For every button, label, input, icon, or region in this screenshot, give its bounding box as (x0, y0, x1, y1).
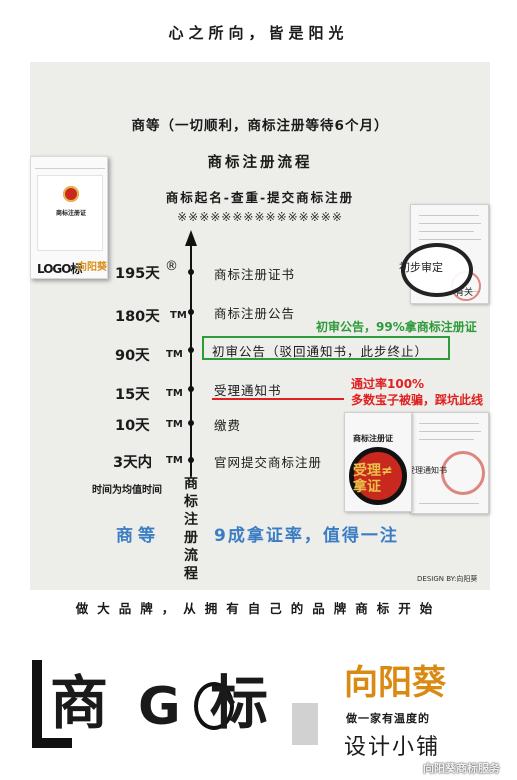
red-note-1: 通过率100% (351, 377, 425, 391)
timeline-label-1: 商标注册证书 (214, 267, 296, 282)
magnifier-ring-icon: 初步审定 (399, 243, 473, 297)
watermark: 向阳葵商标服务 (423, 762, 500, 775)
certificate-body: 商标注册证 (37, 175, 103, 251)
timeline-dot (188, 309, 194, 315)
tm-mark: TM (166, 455, 183, 466)
logo-char-biao: 标 (210, 669, 269, 737)
logo-letter-l-bar (32, 660, 42, 748)
logo-ring-icon (194, 682, 234, 730)
timeline-dot (188, 457, 194, 463)
timeline-label-3: 初审公告（驳回通知书，此步终止） (212, 344, 429, 359)
certificate-image: 商标注册证 LOGO标 向阳葵 (30, 156, 108, 279)
stamp-text-2: 受理通知书 (407, 466, 447, 475)
timeline-axis (190, 240, 192, 476)
flow-title: 商标注册流程 (207, 155, 313, 171)
blue-right-text: 9成拿证率，值得一注 (214, 526, 399, 546)
certificate-logo-brand: 向阳葵 (77, 262, 107, 273)
timeline-dot (188, 420, 194, 426)
national-emblem-icon (63, 186, 79, 202)
registration-certificate-document: 商标注册证 受理≠拿证 (344, 412, 412, 512)
sun-shop-name: 设计小铺 (344, 735, 441, 760)
timeline-day-3: 90天 (115, 348, 150, 364)
timeline-label-5: 缴费 (214, 418, 242, 433)
certificate-title: 商标注册证 (55, 210, 86, 217)
red-note-2: 多数宝子被骗，踩坑此线 (351, 393, 484, 407)
timeline-day-2: 180天 (115, 309, 160, 325)
red-warning-line (212, 398, 344, 400)
tm-mark: TM (166, 388, 183, 399)
doc2-title: 商标注册证 (353, 434, 393, 443)
timeline-day-5: 10天 (115, 418, 150, 434)
certificate-logo-text: LOGO标 (37, 262, 82, 276)
logo-char-shang: 商 (50, 669, 109, 737)
blurred-mark (292, 703, 318, 745)
timeline-dot (188, 347, 194, 353)
tm-mark: TM (166, 419, 183, 430)
top-slogan: 心之所向，皆是阳光 (168, 24, 349, 42)
red-stamp-icon (441, 451, 485, 495)
highlight-box (202, 336, 450, 360)
star-divider: ※※※※※※※※※※※※※※※ (177, 210, 343, 224)
preliminary-approval-document: 初步审定 有关 (399, 204, 489, 304)
brand-slogan: 做大品牌，从拥有自己的品牌商标开始 (75, 601, 442, 616)
no-sign-icon (349, 447, 407, 505)
average-time-note: 时间为均值时间 (92, 485, 162, 496)
timeline-dot (188, 386, 194, 392)
doc2-overlay: 受理≠拿证 (353, 463, 393, 495)
timeline-day-1: 195天 (115, 266, 160, 282)
sun-brand-logo: 向阳葵 (344, 663, 446, 703)
timeline-label-2: 商标注册公告 (214, 306, 296, 321)
sun-tagline: 做一家有温度的 (346, 712, 430, 725)
timeline-day-6: 3天内 (113, 455, 153, 471)
blue-left-text: 商等 (116, 526, 160, 546)
ring-text: 初步审定 (399, 261, 443, 274)
timeline-label-4: 受理通知书 (214, 383, 282, 398)
green-note: 初审公告，99%拿商标注册证 (316, 320, 477, 334)
certificate-header-line (35, 161, 105, 169)
arrow-up-icon (185, 230, 197, 246)
tm-mark: TM (170, 310, 187, 321)
timeline-label-6: 官网提交商标注册 (214, 455, 323, 470)
timeline-dot (188, 269, 194, 275)
waiting-text: 商等（一切顺利，商标注册等待6个月） (131, 118, 389, 134)
tm-mark: TM (166, 349, 183, 360)
registered-mark: ® (165, 259, 178, 274)
acceptance-notice-document: 受理通知书 (407, 412, 489, 514)
design-credit: DESIGN BY:向阳葵 (417, 575, 478, 583)
vertical-flow-label: 商标注册流程 (184, 476, 198, 582)
logo-letter-l-foot (32, 738, 72, 748)
timeline-day-4: 15天 (115, 387, 150, 403)
logo-letter-g: G (138, 677, 181, 737)
stamp-text: 有关 (455, 288, 474, 298)
steps-text: 商标起名-查重-提交商标注册 (165, 190, 355, 205)
